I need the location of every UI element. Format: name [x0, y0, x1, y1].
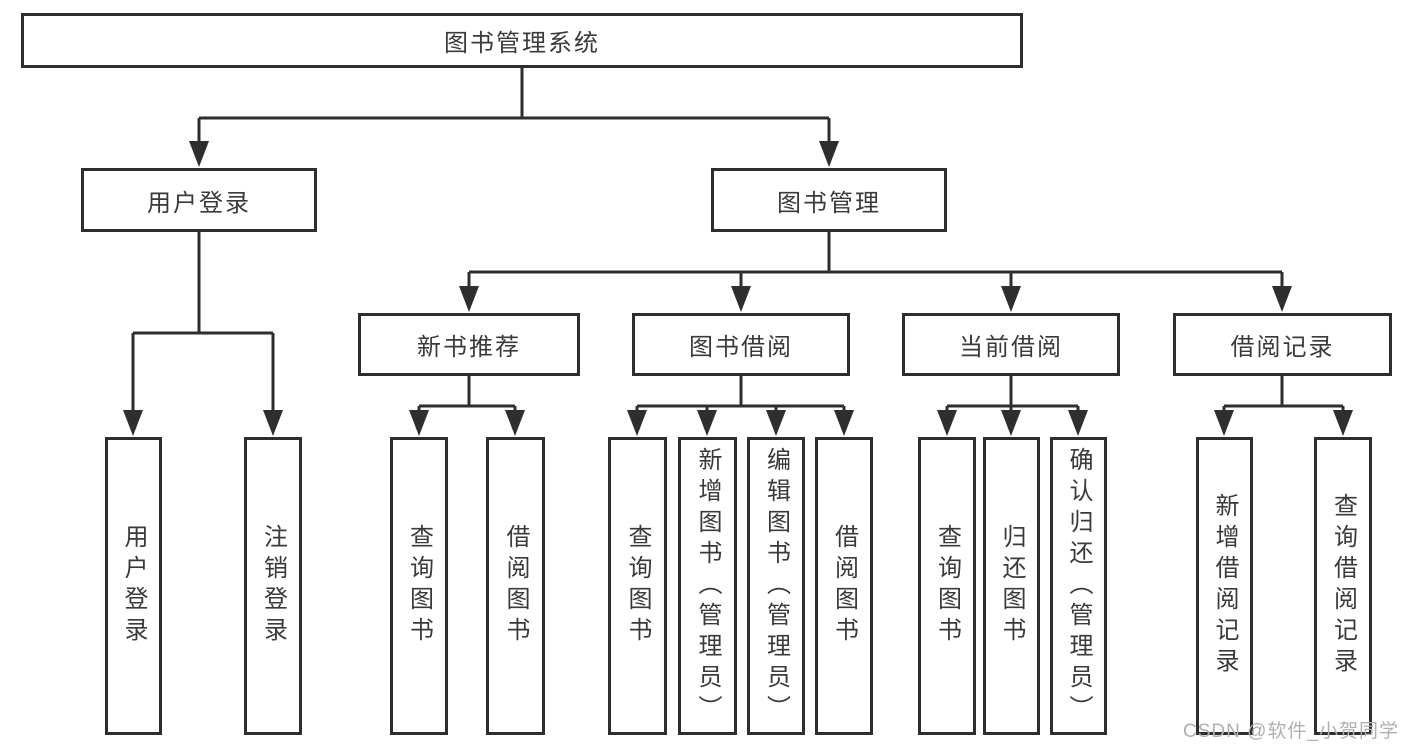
- leaf-add-borrow-record-label: 新增借阅记录: [1211, 493, 1238, 679]
- leaf-borrow-book: 借阅图书: [815, 437, 873, 735]
- node-current-borrowing: 当前借阅: [902, 313, 1120, 376]
- node-user-login-label: 用户登录: [147, 189, 251, 217]
- leaf-borrow-book-label: 借阅图书: [830, 524, 858, 648]
- leaf-newbook-query-label: 查询图书: [405, 524, 433, 648]
- leaf-newbook-borrow: 借阅图书: [486, 437, 545, 735]
- leaf-logout: 注销登录: [244, 437, 302, 735]
- node-root-system: 图书管理系统: [21, 13, 1023, 68]
- leaf-confirm-return-admin: 确认归还（管理员）: [1050, 437, 1107, 735]
- leaf-user-login: 用户登录: [105, 437, 162, 735]
- leaf-newbook-query: 查询图书: [390, 437, 448, 735]
- leaf-add-book-admin-label: 新增图书（管理员）: [694, 446, 721, 726]
- leaf-add-book-admin: 新增图书（管理员）: [678, 437, 737, 735]
- node-root-system-label: 图书管理系统: [444, 30, 600, 57]
- leaf-current-query-book-label: 查询图书: [933, 524, 961, 648]
- leaf-query-borrow-record-label: 查询借阅记录: [1329, 493, 1357, 679]
- leaf-current-query-book: 查询图书: [918, 437, 976, 735]
- node-user-login: 用户登录: [81, 168, 317, 232]
- node-new-book-recommend: 新书推荐: [358, 313, 580, 376]
- leaf-return-book: 归还图书: [983, 437, 1040, 735]
- leaf-borrow-query-book: 查询图书: [608, 437, 667, 735]
- leaf-newbook-borrow-label: 借阅图书: [502, 524, 529, 648]
- node-book-management: 图书管理: [711, 168, 947, 232]
- leaf-user-login-label: 用户登录: [120, 524, 147, 648]
- node-current-borrowing-label: 当前借阅: [959, 334, 1063, 361]
- leaf-logout-label: 注销登录: [259, 524, 287, 648]
- leaf-return-book-label: 归还图书: [998, 524, 1025, 648]
- node-borrowing-records-label: 借阅记录: [1230, 334, 1335, 361]
- node-new-book-recommend-label: 新书推荐: [417, 334, 521, 361]
- node-book-borrowing: 图书借阅: [632, 313, 850, 376]
- leaf-confirm-return-admin-label: 确认归还（管理员）: [1065, 446, 1092, 726]
- leaf-query-borrow-record: 查询借阅记录: [1314, 437, 1372, 735]
- node-book-management-label: 图书管理: [777, 189, 881, 217]
- leaf-edit-book-admin: 编辑图书（管理员）: [747, 437, 805, 735]
- csdn-watermark: CSDN @软件_小贺同学: [1183, 721, 1399, 742]
- node-borrowing-records: 借阅记录: [1173, 313, 1392, 376]
- leaf-add-borrow-record: 新增借阅记录: [1196, 437, 1253, 735]
- leaf-borrow-query-book-label: 查询图书: [624, 524, 651, 648]
- node-book-borrowing-label: 图书借阅: [689, 334, 793, 361]
- leaf-edit-book-admin-label: 编辑图书（管理员）: [762, 446, 790, 726]
